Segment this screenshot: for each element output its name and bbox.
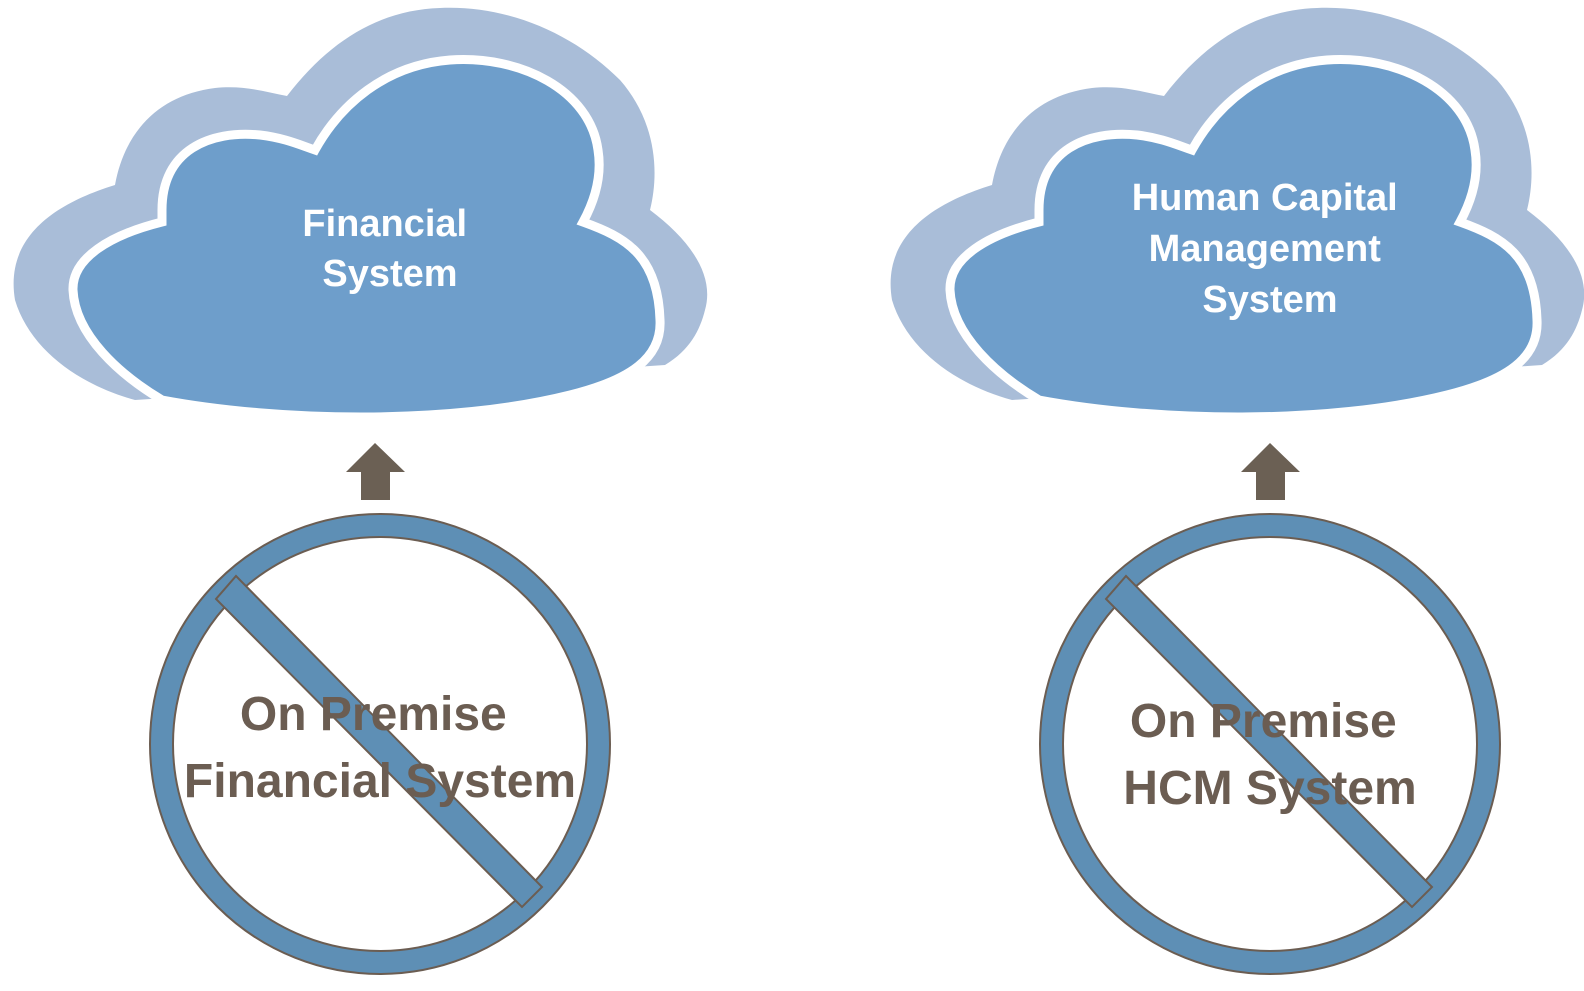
left-cloud-line-2: System — [322, 253, 457, 295]
left-cloud: Financial System — [13, 7, 708, 417]
right-sign-text: On Premise HCM System — [1123, 695, 1416, 815]
right-cloud-line-3: System — [1202, 279, 1337, 321]
left-sign-line-2: Financial System — [184, 755, 576, 808]
no-entry-sign-icon — [149, 513, 611, 975]
right-cloud-line-1: Human Capital — [1132, 177, 1398, 219]
up-arrow-icon — [1241, 443, 1300, 500]
right-sign-line-2: HCM System — [1123, 762, 1416, 815]
right-cloud-line-2: Management — [1149, 228, 1382, 270]
right-cloud: Human Capital Management System — [890, 7, 1584, 417]
left-cloud-title: Financial System — [302, 203, 477, 295]
no-entry-sign-icon — [1039, 513, 1501, 975]
right-cloud-title: Human Capital Management System — [1132, 177, 1409, 321]
right-sign-line-1: On Premise — [1130, 695, 1397, 748]
left-cloud-line-1: Financial — [302, 203, 467, 245]
left-sign-line-1: On Premise — [240, 688, 507, 741]
up-arrow-icon — [346, 443, 405, 500]
left-sign-text: On Premise Financial System — [184, 688, 576, 808]
